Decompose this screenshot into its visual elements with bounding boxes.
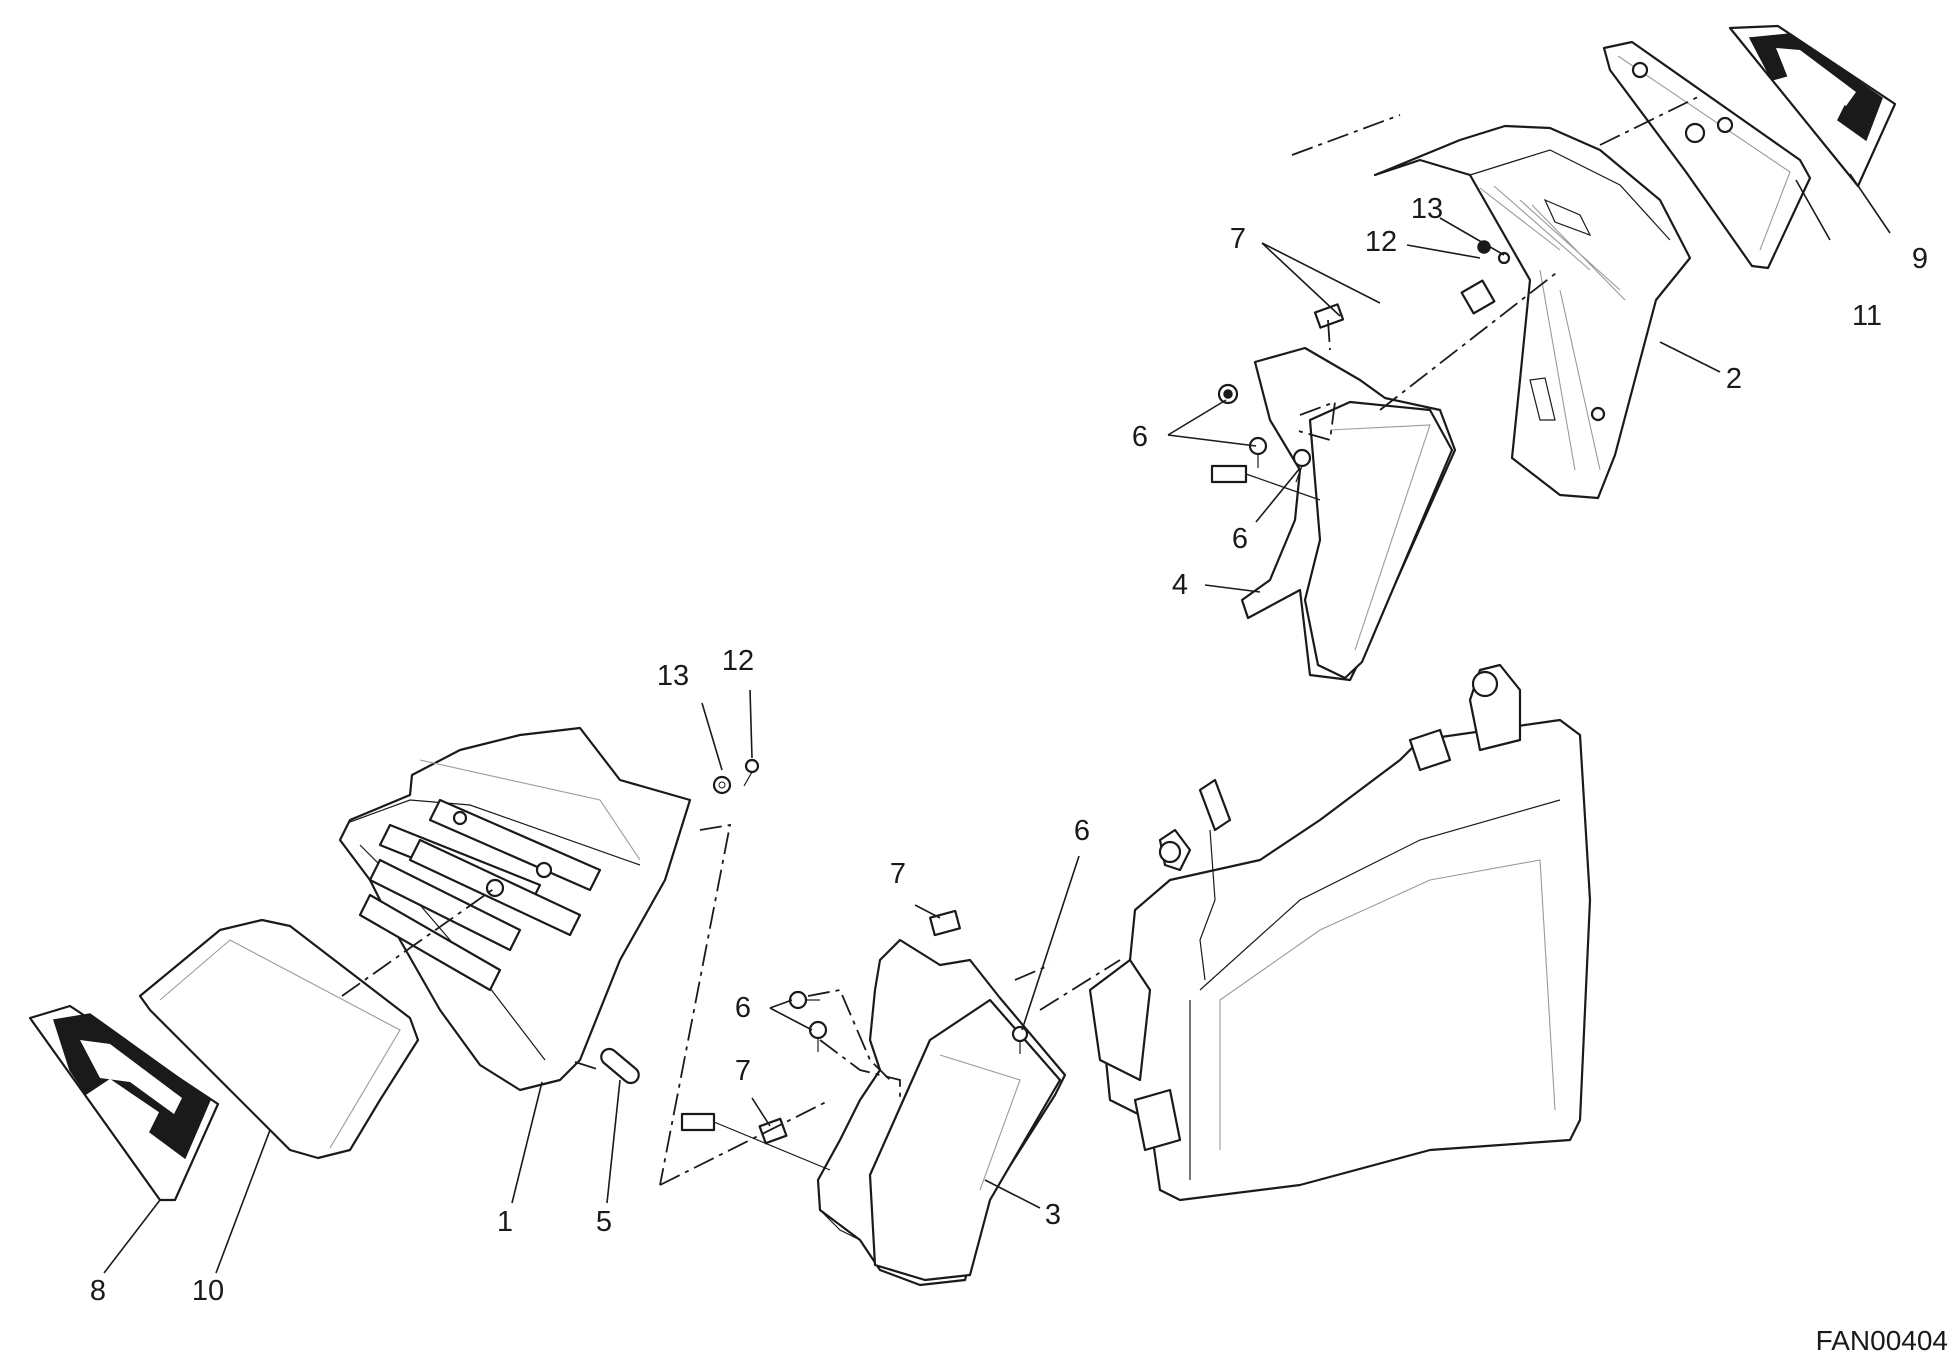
part-11-side-panel-right [1602,40,1812,270]
callout-labels: 7 13 12 6 6 4 2 11 9 13 12 7 6 6 7 3 1 5… [90,193,1948,1354]
callout-5: 5 [596,1206,612,1238]
callout-7-lower-a: 7 [890,858,906,890]
part-4-fan-shroud-upper [1240,346,1457,682]
callout-6-lower-a: 6 [1074,815,1090,847]
part-8-decal-left [28,1004,220,1202]
upper-fasteners [1210,240,1511,501]
callout-7-upper: 7 [1230,223,1246,255]
callout-11: 11 [1852,300,1882,332]
part-3-fan-shroud-lower [816,938,1067,1287]
leader-lines [103,173,1891,1274]
callout-2: 2 [1726,363,1742,395]
callout-6-upper-a: 6 [1132,421,1148,453]
callout-10: 10 [192,1275,224,1307]
part-2-radiator-cover-right [1373,124,1692,500]
callout-3: 3 [1045,1199,1061,1231]
part-1-side-cover-left [338,726,692,1092]
lower-left-fasteners [600,758,760,1085]
callout-13-upper: 13 [1411,193,1443,225]
lower-left-assembly-lines [341,823,831,1186]
upper-assembly-lines [1291,95,1701,442]
radiator-assembly [1088,663,1592,1202]
callout-6-lower-b: 6 [735,992,751,1024]
callout-1: 1 [497,1206,513,1238]
callout-6-upper-b: 6 [1232,523,1248,555]
callout-4: 4 [1172,569,1188,601]
part-9-decal-right [1728,24,1897,188]
callout-7-lower-b: 7 [735,1055,751,1087]
callout-9: 9 [1912,243,1928,275]
lower-center-assembly-lines [807,959,1121,1100]
callout-12-lower: 12 [722,645,754,677]
callout-13-lower: 13 [657,660,689,692]
callout-12-upper: 12 [1365,226,1397,258]
drawing-id: FAN00404 [1816,1325,1948,1354]
callout-8: 8 [90,1275,106,1307]
